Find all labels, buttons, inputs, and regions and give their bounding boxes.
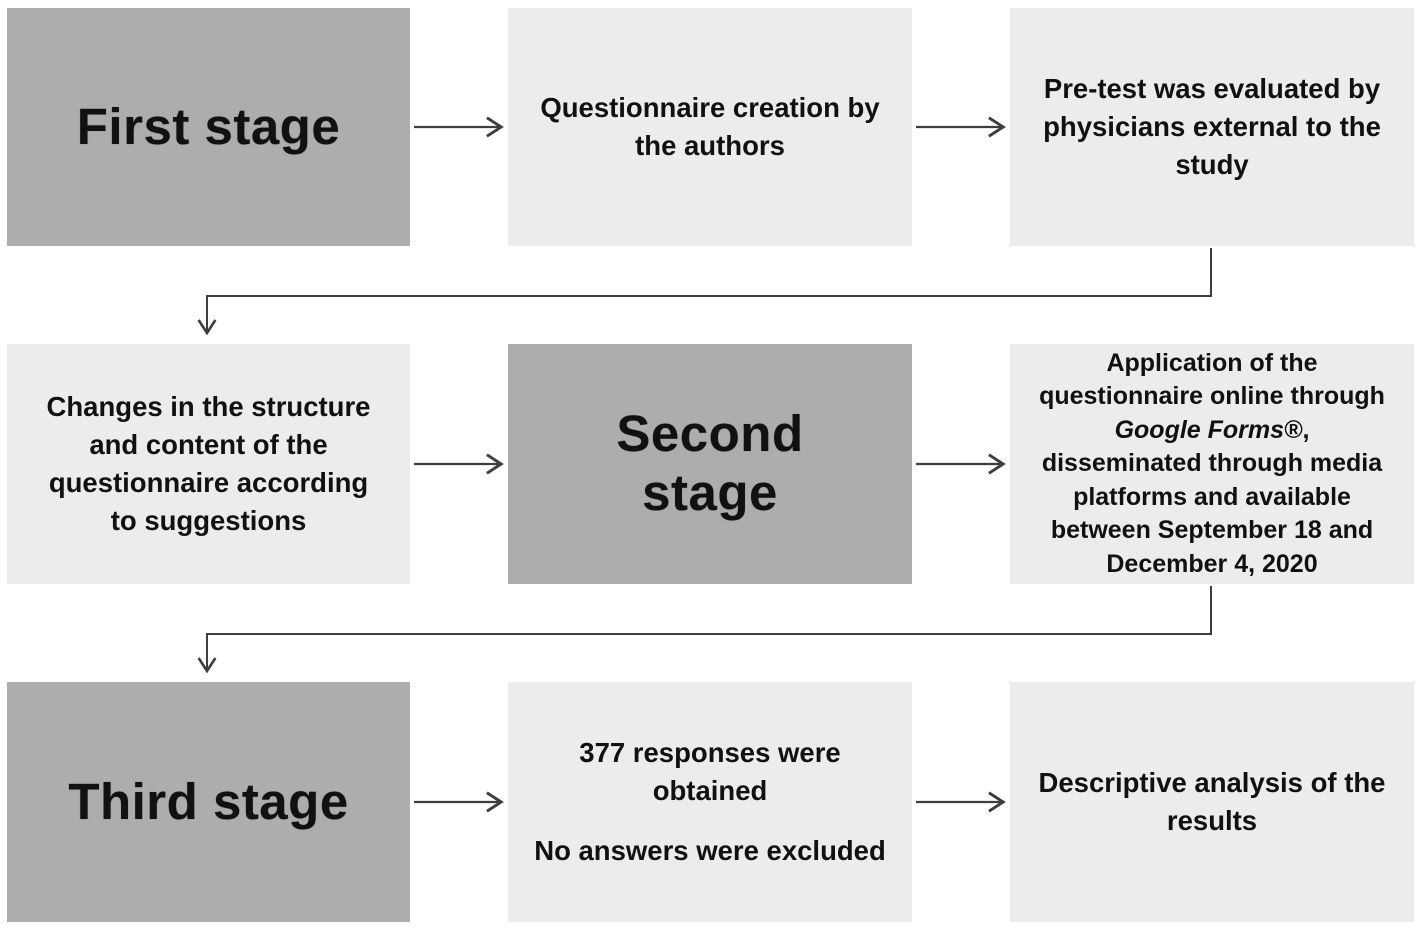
online-application-text-end: , disseminated through media platforms a…	[1041, 415, 1383, 578]
box-third-stage: Third stage	[7, 682, 410, 922]
third-stage-label: Third stage	[68, 772, 349, 830]
descriptive-analysis-text: Descriptive analysis of the results	[1038, 767, 1386, 836]
online-application-text: Application of the questionnaire online …	[1036, 347, 1388, 582]
pretest-evaluation-text: Pre-test was evaluated by physicians ext…	[1043, 73, 1381, 180]
structure-changes-text: Changes in the structure and content of …	[46, 391, 371, 536]
box-second-stage: Second stage	[508, 344, 912, 584]
box-structure-changes: Changes in the structure and content of …	[7, 344, 410, 584]
second-stage-label: Second stage	[616, 405, 804, 521]
responses-obtained-text: 377 responses were obtained	[579, 737, 841, 807]
first-stage-label: First stage	[76, 97, 341, 155]
responses-text-group: 377 responses were obtained No answers w…	[534, 734, 886, 870]
box-responses: 377 responses were obtained No answers w…	[508, 682, 912, 922]
connector-row2-to-row3	[197, 586, 1212, 674]
questionnaire-creation-text: Questionnaire creation by the authors	[540, 92, 880, 161]
box-questionnaire-creation: Questionnaire creation by the authors	[508, 8, 912, 246]
box-first-stage: First stage	[7, 8, 410, 246]
box-descriptive-analysis: Descriptive analysis of the results	[1010, 682, 1414, 922]
no-answers-excluded-text: No answers were excluded	[534, 834, 886, 866]
connector-row1-to-row2	[197, 248, 1212, 336]
box-online-application: Application of the questionnaire online …	[1010, 344, 1414, 584]
box-pretest-evaluation: Pre-test was evaluated by physicians ext…	[1010, 8, 1414, 246]
online-application-text-start: Application of the questionnaire online …	[1039, 348, 1385, 411]
google-forms-italic: Google Forms®	[1114, 415, 1303, 444]
